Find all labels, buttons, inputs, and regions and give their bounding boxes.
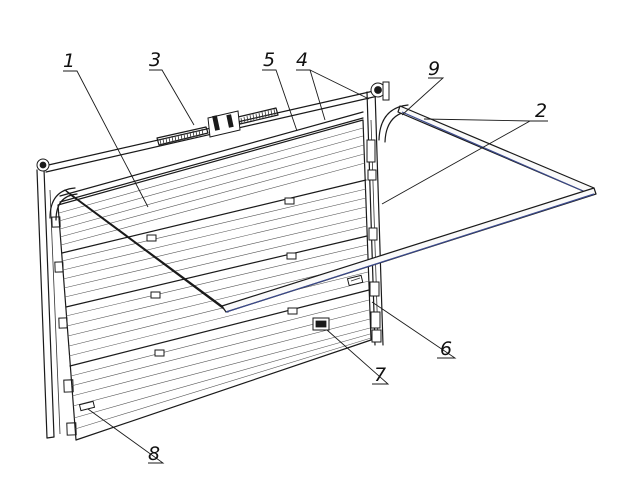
horizontal-rails [64, 105, 597, 313]
callout-4: 4 [296, 49, 308, 71]
callout-1: 1 [63, 50, 75, 72]
panel-hinges [146, 197, 298, 357]
callout-3: 3 [149, 49, 161, 71]
callout-8: 8 [148, 443, 160, 465]
callout-labels: 1 2 3 4 5 6 7 8 9 [63, 49, 547, 465]
door-handle [312, 317, 330, 331]
center-spring-bracket [207, 110, 241, 138]
latch [346, 274, 364, 287]
left-curved-track [49, 187, 78, 221]
leader-lines [63, 69, 548, 464]
callout-9: 9 [428, 58, 440, 80]
callout-6: 6 [440, 338, 452, 360]
left-frame-post [36, 168, 61, 439]
top-door-section [59, 111, 364, 203]
callout-2: 2 [535, 100, 547, 122]
callout-7: 7 [374, 364, 386, 386]
callout-5: 5 [263, 49, 275, 71]
left-cable-drum [36, 158, 50, 172]
right-post-brackets [366, 139, 382, 343]
bottom-lock [78, 400, 96, 412]
right-cable-drum [370, 81, 390, 101]
